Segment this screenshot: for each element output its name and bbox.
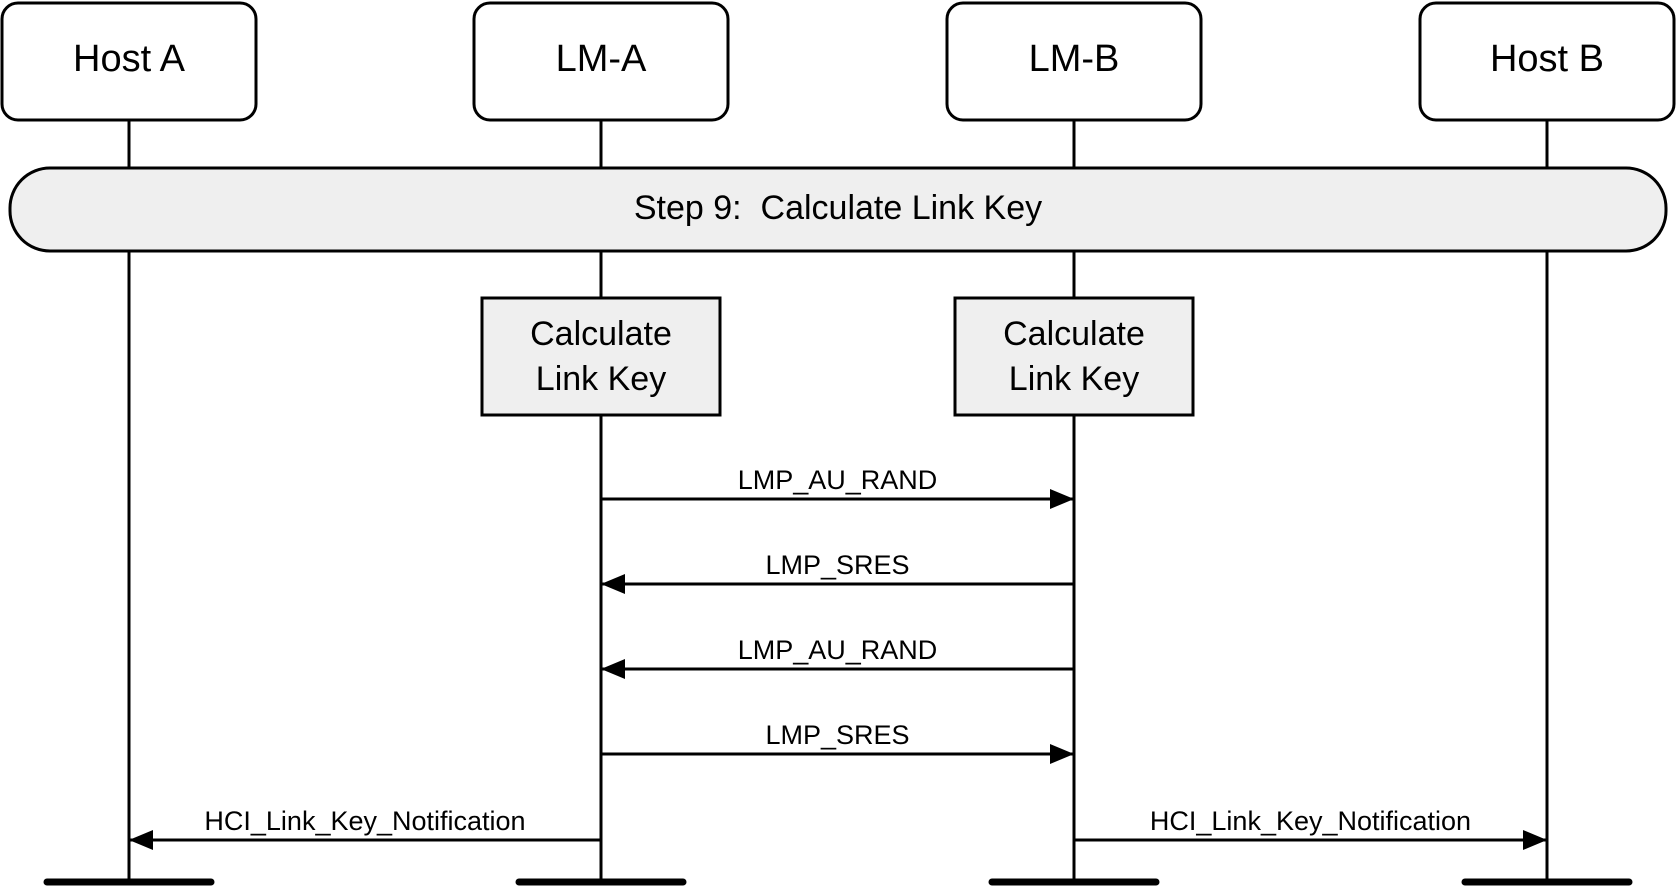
arrowhead-icon bbox=[1050, 744, 1074, 764]
arrowhead-icon bbox=[129, 830, 153, 850]
message-label: LMP_SRES bbox=[765, 720, 909, 750]
participant-box-lmB bbox=[945, 1, 1203, 122]
process-box-line: Calculate bbox=[1003, 315, 1145, 353]
message-label: HCI_Link_Key_Notification bbox=[204, 806, 525, 836]
message-label: LMP_AU_RAND bbox=[738, 635, 938, 665]
participant-box-lmA bbox=[472, 1, 730, 122]
participant-box-hostA bbox=[0, 1, 258, 122]
arrowhead-icon bbox=[1523, 830, 1547, 850]
arrowhead-icon bbox=[601, 574, 625, 594]
participant-label-hostB: Host B bbox=[1490, 38, 1604, 80]
arrowhead-icon bbox=[1050, 489, 1074, 509]
participant-box-hostB bbox=[1418, 1, 1676, 122]
message-label: HCI_Link_Key_Notification bbox=[1150, 806, 1471, 836]
arrowhead-icon bbox=[601, 659, 625, 679]
step-banner-box bbox=[8, 166, 1668, 253]
process-box-line: Link Key bbox=[1009, 360, 1139, 398]
process-box-lmB bbox=[953, 296, 1195, 417]
process-box-line: Calculate bbox=[530, 315, 672, 353]
step-banner: Step 9: Calculate Link Key bbox=[8, 166, 1668, 253]
message-label: LMP_AU_RAND bbox=[738, 465, 938, 495]
step-banner-label: Step 9: Calculate Link Key bbox=[634, 189, 1042, 227]
messages: LMP_AU_RAND LMP_SRES LMP_AU_RAND LMP_SRES HC… bbox=[129, 465, 1547, 850]
participant-label-hostA: Host A bbox=[73, 38, 186, 80]
participant-label-lmA: LM-A bbox=[556, 38, 647, 80]
participant-heads: Host A LM-A LM-B Host B bbox=[0, 1, 1676, 122]
process-box-line: Link Key bbox=[536, 360, 666, 398]
participant-label-lmB: LM-B bbox=[1029, 38, 1120, 80]
process-box-lmA bbox=[480, 296, 722, 417]
message-label: LMP_SRES bbox=[765, 550, 909, 580]
